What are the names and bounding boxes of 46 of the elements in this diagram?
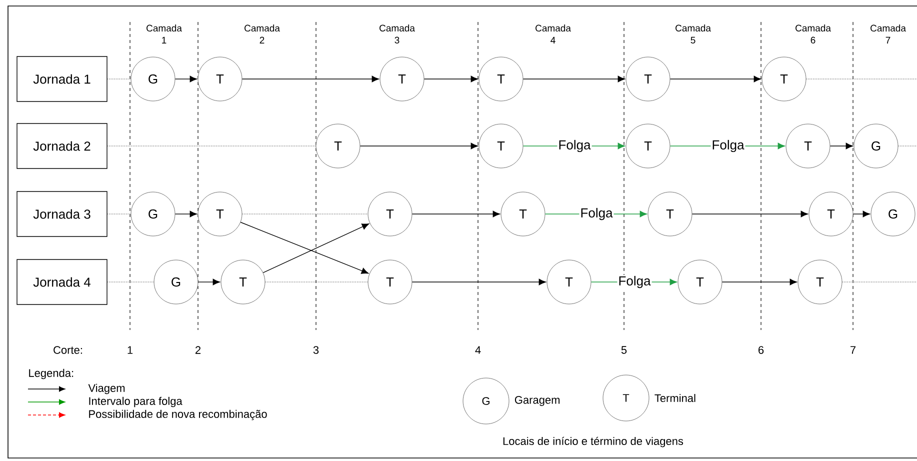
column-header: Camada 4 [536,24,571,44]
edge-label: Folga [579,206,614,222]
cut-number: 2 [194,345,202,355]
legend-title: Legenda: [29,368,74,380]
legend-text: Intervalo para folga [89,396,182,408]
arrow [424,76,478,82]
legend-text: Possibilidade de nova recombinação [89,410,267,420]
edge-label: Folga [617,274,652,290]
schedule-box: Jornada 4 [16,259,108,305]
arrow [262,224,370,274]
arrow [722,278,797,286]
arrow [522,76,625,82]
schedule-box: Jornada 1 [16,56,108,102]
arrow [830,142,853,150]
arrow [240,222,369,274]
column-header: Camada 2 [244,24,280,44]
cut-number: 1 [126,345,134,355]
node-caption: Terminal [654,394,696,402]
cut-number: 5 [620,345,628,355]
arrow [412,278,546,286]
arrow [852,210,870,218]
arrow [174,76,197,82]
arrow [242,76,379,82]
arrow [692,210,808,218]
arrow [174,210,197,218]
caption-text: Locais de início e término de viagens [503,436,684,448]
legend-text: Viagem [88,384,125,394]
arrow [360,142,478,150]
node-caption: Garagem [514,396,560,406]
column-header: Camada 5 [676,24,711,44]
column-header: Camada 6 [796,24,831,44]
schedule-box: Jornada 3 [16,191,108,237]
cut-number: 6 [756,345,766,355]
column-header: Camada 3 [380,24,415,44]
column-header: Camada 1 [146,24,182,44]
axis-label: Corte: [52,345,84,355]
cut-number: 7 [848,345,858,355]
column-header: Camada 7 [870,24,906,44]
arrow [412,210,500,218]
edge-label: Folga [710,138,746,154]
schedule-box: Jornada 2 [16,123,108,169]
edge-label: Folga [557,138,592,154]
arrow [198,278,220,286]
cut-number: 4 [474,345,482,355]
cut-number: 3 [312,345,320,355]
arrow [670,76,761,82]
